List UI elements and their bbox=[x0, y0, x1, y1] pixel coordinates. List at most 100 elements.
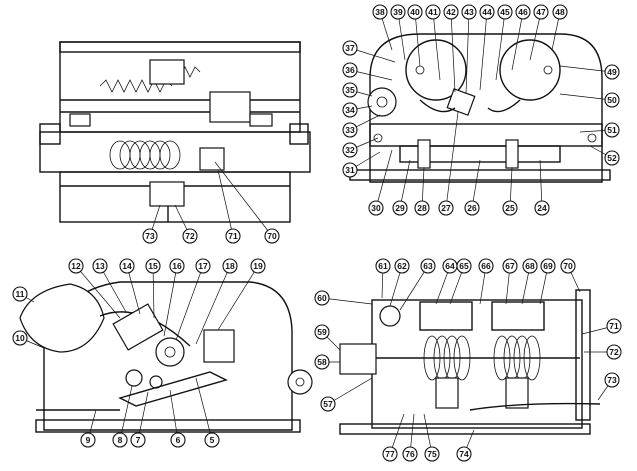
callout-32: 32 bbox=[342, 137, 379, 158]
callout-47: 47 bbox=[529, 4, 549, 61]
svg-text:51: 51 bbox=[607, 125, 617, 135]
callout-16: 16 bbox=[163, 258, 185, 337]
svg-text:71: 71 bbox=[228, 231, 238, 241]
svg-text:60: 60 bbox=[317, 293, 327, 303]
callout-69: 69 bbox=[539, 258, 556, 305]
svg-text:62: 62 bbox=[397, 261, 407, 271]
svg-text:30: 30 bbox=[371, 203, 381, 213]
callout-77: 77 bbox=[382, 413, 405, 462]
callout-19: 19 bbox=[217, 258, 266, 331]
callout-17: 17 bbox=[175, 258, 211, 341]
callout-14: 14 bbox=[119, 258, 141, 315]
svg-text:50: 50 bbox=[607, 95, 617, 105]
top-left-view bbox=[39, 41, 311, 223]
svg-text:69: 69 bbox=[543, 261, 553, 271]
svg-text:35: 35 bbox=[345, 85, 355, 95]
svg-text:57: 57 bbox=[323, 399, 333, 409]
svg-text:8: 8 bbox=[118, 435, 123, 445]
callout-45: 45 bbox=[495, 4, 513, 81]
svg-text:24: 24 bbox=[537, 203, 547, 213]
svg-text:45: 45 bbox=[500, 7, 510, 17]
svg-text:48: 48 bbox=[555, 7, 565, 17]
svg-text:46: 46 bbox=[518, 7, 528, 17]
callout-72: 72 bbox=[584, 344, 622, 360]
svg-text:26: 26 bbox=[467, 203, 477, 213]
svg-text:31: 31 bbox=[345, 165, 355, 175]
callout-49: 49 bbox=[559, 64, 620, 80]
svg-text:10: 10 bbox=[15, 333, 25, 343]
svg-text:72: 72 bbox=[185, 231, 195, 241]
svg-text:73: 73 bbox=[145, 231, 155, 241]
svg-text:72: 72 bbox=[609, 347, 619, 357]
callout-64: 64 bbox=[435, 258, 458, 305]
callout-27: 27 bbox=[438, 111, 459, 216]
callout-70: 70 bbox=[560, 258, 581, 293]
svg-text:11: 11 bbox=[16, 289, 25, 299]
svg-text:52: 52 bbox=[607, 153, 617, 163]
callout-51: 51 bbox=[579, 122, 620, 138]
svg-text:43: 43 bbox=[464, 7, 474, 17]
callout-28: 28 bbox=[414, 167, 430, 216]
svg-text:27: 27 bbox=[441, 203, 451, 213]
svg-text:7: 7 bbox=[136, 435, 141, 445]
callout-73: 73 bbox=[597, 372, 620, 401]
bottom-left-view bbox=[19, 281, 313, 433]
svg-text:36: 36 bbox=[345, 65, 355, 75]
callout-6: 6 bbox=[169, 389, 186, 448]
svg-text:65: 65 bbox=[459, 261, 469, 271]
svg-text:28: 28 bbox=[417, 203, 427, 213]
callout-62: 62 bbox=[389, 258, 410, 307]
svg-text:9: 9 bbox=[86, 435, 91, 445]
svg-text:75: 75 bbox=[427, 449, 437, 459]
callout-48: 48 bbox=[551, 4, 568, 51]
callout-9: 9 bbox=[80, 409, 97, 448]
svg-text:5: 5 bbox=[210, 435, 215, 445]
callout-68: 68 bbox=[521, 258, 538, 305]
callout-75: 75 bbox=[423, 413, 440, 462]
svg-text:67: 67 bbox=[505, 261, 515, 271]
svg-text:70: 70 bbox=[267, 231, 277, 241]
callout-63: 63 bbox=[399, 258, 436, 311]
svg-text:58: 58 bbox=[317, 357, 327, 367]
svg-text:47: 47 bbox=[536, 7, 546, 17]
svg-text:66: 66 bbox=[481, 261, 491, 271]
callout-74: 74 bbox=[456, 429, 475, 462]
callout-26: 26 bbox=[464, 159, 481, 216]
callout-23: 73 bbox=[142, 204, 161, 244]
callout-11: 11 bbox=[12, 286, 35, 303]
callout-76: 76 bbox=[402, 413, 418, 462]
callout-33: 33 bbox=[342, 114, 381, 138]
callout-18: 18 bbox=[195, 258, 238, 345]
svg-text:71: 71 bbox=[609, 321, 619, 331]
svg-text:6: 6 bbox=[176, 435, 181, 445]
callout-24: 24 bbox=[534, 159, 550, 216]
callout-13: 13 bbox=[92, 258, 127, 313]
callout-7: 7 bbox=[130, 391, 149, 448]
callout-5: 5 bbox=[195, 377, 220, 448]
svg-text:13: 13 bbox=[95, 261, 105, 271]
callout-58: 58 bbox=[314, 354, 340, 370]
svg-text:25: 25 bbox=[505, 203, 515, 213]
svg-text:73: 73 bbox=[607, 375, 617, 385]
svg-text:40: 40 bbox=[410, 7, 420, 17]
callout-50: 50 bbox=[559, 92, 620, 108]
svg-text:15: 15 bbox=[148, 261, 158, 271]
callout-12: 12 bbox=[68, 258, 121, 319]
callout-67: 67 bbox=[502, 258, 518, 305]
callout-43: 43 bbox=[461, 4, 477, 95]
callout-66: 66 bbox=[478, 258, 494, 305]
svg-text:68: 68 bbox=[525, 261, 535, 271]
callout-36: 36 bbox=[342, 62, 393, 81]
svg-text:37: 37 bbox=[345, 43, 355, 53]
callouts: 73 72 71 70 38 39 40 41 42 43 44 45 46 4… bbox=[12, 4, 622, 462]
callout-15: 15 bbox=[145, 258, 161, 319]
svg-text:42: 42 bbox=[446, 7, 456, 17]
callout-37: 37 bbox=[342, 40, 396, 63]
svg-text:14: 14 bbox=[122, 261, 132, 271]
bottom-right-view bbox=[339, 289, 601, 435]
callout-61: 61 bbox=[375, 258, 391, 299]
callout-44: 44 bbox=[479, 4, 495, 91]
callout-20: 70 bbox=[214, 161, 280, 244]
svg-text:38: 38 bbox=[375, 7, 385, 17]
